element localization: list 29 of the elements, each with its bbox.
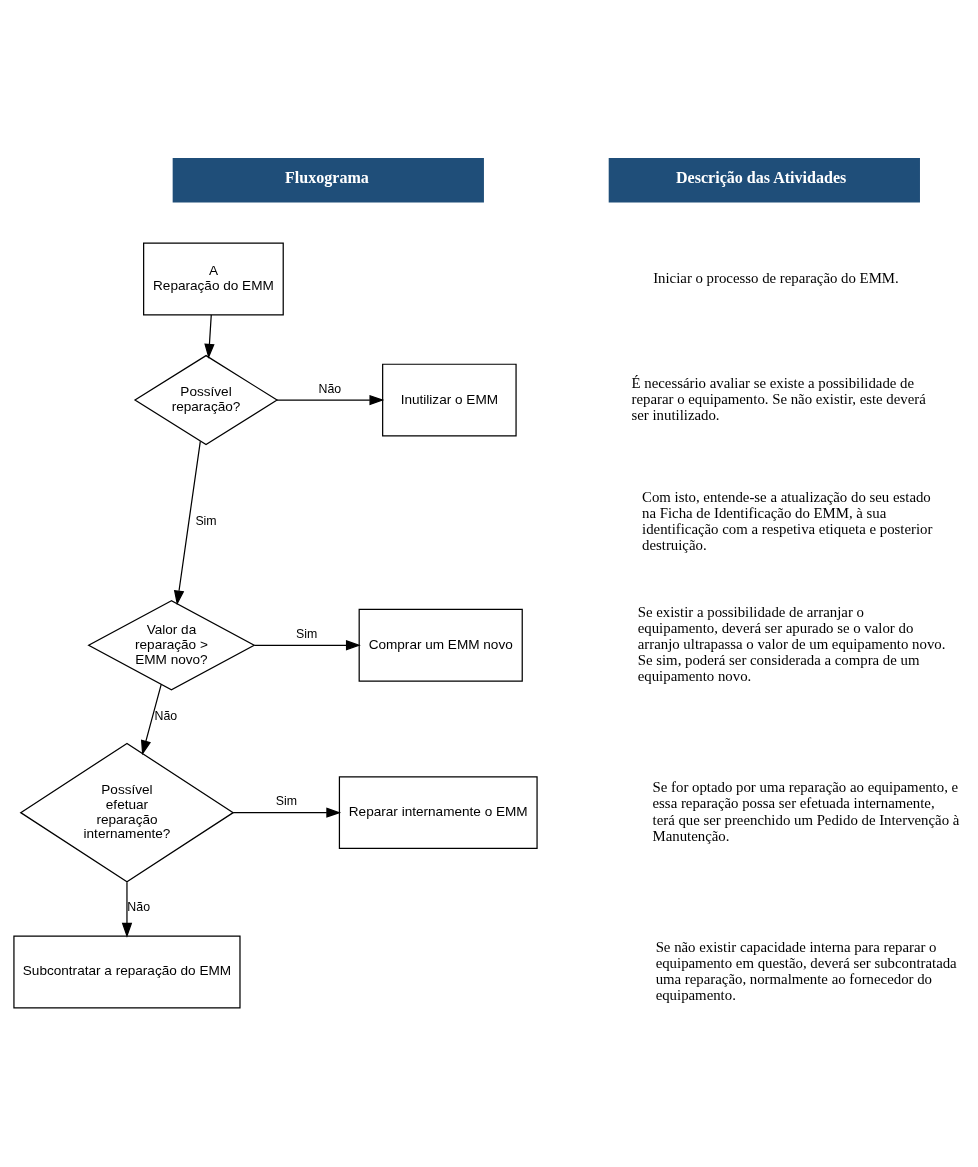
label: Com isto, entende-se a atualização do seu estado na Ficha de Identificação do EMM, à sua identificação com a respetiva etiqueta e posterior destruição. [641, 489, 932, 554]
edge-label: Não [154, 708, 177, 723]
label: É necessário avaliar se existe a possibilidade de reparar o equipamento. Se não existir, este deverá ser inutilizado. [631, 374, 926, 423]
arrow [253, 640, 361, 651]
arrow [275, 394, 384, 406]
edge-label: Não [318, 381, 341, 396]
arrow [121, 881, 132, 938]
arrow [140, 683, 162, 756]
edge-label: Sim [194, 514, 217, 529]
node-box: Inutilizar o EMM [381, 363, 517, 437]
label: Se não existir capacidade interna para reparar o equipamento em questão, deverá ser subcontratada uma reparação, normalmente ao fornecedor do equipamento. [655, 938, 957, 1003]
node-box: Subcontratar a reparação do EMM [12, 935, 241, 1009]
label: Iniciar o processo de reparação do EMM. [652, 269, 899, 286]
arrow [232, 807, 341, 818]
node-box: Comprar um EMM novo [358, 608, 523, 682]
arrow [173, 440, 201, 606]
node-box: Reparar internamente o EMM [338, 776, 538, 850]
edge-label: Não [126, 900, 150, 915]
label: Descrição das Atividades [675, 169, 846, 187]
edge-label: Sim [295, 626, 317, 641]
node-diamond: Valor da reparação > EMM novo? [86, 600, 255, 691]
label: Fluxograma [284, 169, 369, 187]
node-diamond: Possível efetuar reparação internamente? [19, 742, 234, 883]
arrow [203, 314, 215, 359]
label: Se for optado por uma reparação ao equipamento, e essa reparação possa ser efetuada internamente, terá que ser preenchido um Pedido de Intervenção à Manutenção. [652, 779, 959, 844]
label: Se existir a possibilidade de arranjar o equipamento, deverá ser apurado se o valor do arranjo ultrapassa o valor de um equipamento novo. Se sim, poderá ser considerada a compra de um equipamento novo. [637, 603, 945, 685]
edge-label: Sim [275, 794, 297, 809]
node-diamond: Possível reparação? [133, 354, 278, 446]
node-box: A Reparação do EMM [142, 242, 284, 316]
